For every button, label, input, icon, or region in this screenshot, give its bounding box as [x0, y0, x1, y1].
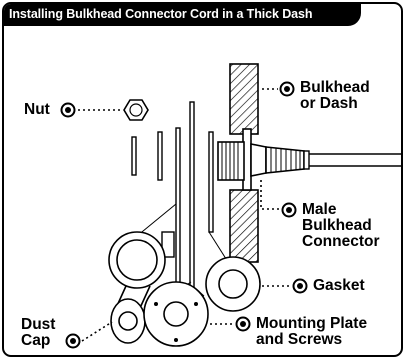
gasket-edge — [208, 131, 214, 233]
label-bulkhead-line1: Bulkhead — [300, 79, 370, 96]
dust-cap-target-icon — [65, 333, 81, 349]
nut-target-icon — [60, 102, 76, 118]
dust-cap-drawing — [108, 231, 166, 344]
label-plate-line1: Mounting Plate — [256, 315, 368, 332]
callout-line-male-connector — [260, 180, 280, 210]
diagram-frame: Installing Bulkhead Connector Cord in a … — [2, 2, 403, 357]
label-dust-cap: Dust Cap — [21, 317, 55, 349]
label-male-line2: Bulkhead — [302, 217, 372, 234]
gasket-drawing — [205, 256, 261, 312]
label-bulkhead-or-dash: Bulkhead or Dash — [300, 80, 370, 112]
male-connector-drawing — [217, 128, 401, 191]
washer-medium — [157, 131, 163, 181]
label-male-line1: Male — [302, 201, 337, 218]
plate-target-icon — [235, 316, 251, 332]
label-bulkhead-line2: or Dash — [300, 95, 358, 112]
title-bar: Installing Bulkhead Connector Cord in a … — [4, 4, 361, 26]
label-plate-line2: and Screws — [256, 331, 343, 348]
gasket-target-icon — [292, 278, 308, 294]
label-male-line3: Connector — [302, 233, 380, 250]
label-nut: Nut — [24, 101, 50, 118]
label-male-bulkhead-connector: Male Bulkhead Connector — [302, 202, 380, 250]
bulkhead-target-icon — [279, 81, 295, 97]
diagram-title: Installing Bulkhead Connector Cord in a … — [9, 7, 313, 21]
mounting-plate-drawing — [143, 281, 209, 347]
label-dust-line1: Dust — [21, 316, 56, 333]
bulkhead-lower-block — [229, 189, 259, 263]
dust-cap-edge — [175, 127, 181, 301]
diagram-drawing — [60, 63, 401, 349]
bulkhead-upper-block — [229, 63, 259, 135]
label-gasket: Gasket — [313, 277, 365, 294]
washer-small — [131, 136, 137, 176]
mounting-plate-edge — [189, 101, 195, 288]
label-dust-line2: Cap — [21, 332, 51, 349]
callout-markers — [60, 81, 308, 349]
dust-cap-tab-edge — [161, 231, 175, 258]
label-mounting-plate-and-screws: Mounting Plate and Screws — [256, 316, 367, 348]
male-connector-target-icon — [281, 202, 297, 218]
callout-line-dust-cap — [81, 321, 113, 342]
